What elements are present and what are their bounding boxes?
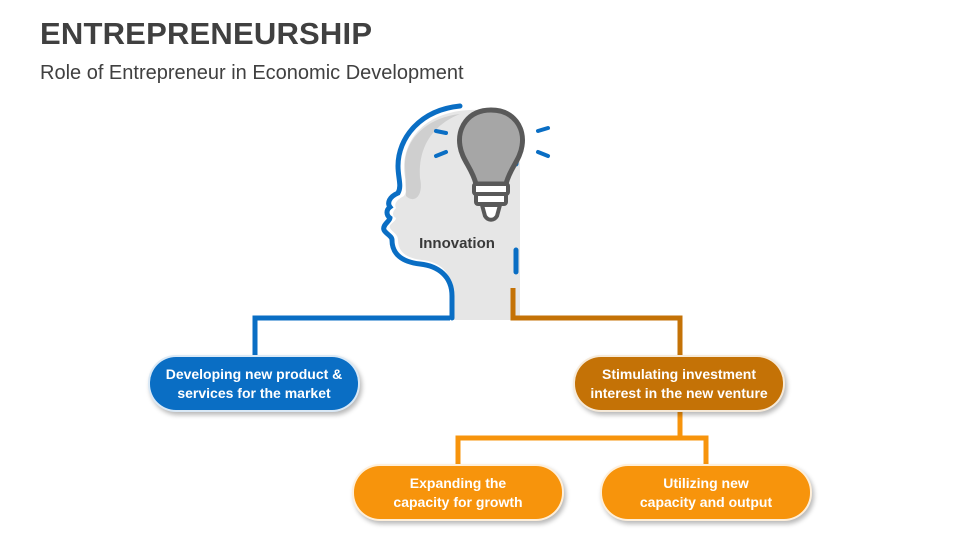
node-text-line: capacity and output [639, 493, 773, 510]
node-developing-products: Developing new product & services for th… [148, 355, 360, 412]
node-text-line: Expanding the [409, 474, 507, 491]
node-text-line: Developing new product & [165, 365, 343, 382]
connector-left [252, 315, 450, 356]
node-text-line: Utilizing new [663, 474, 749, 491]
node-utilizing-capacity: Utilizing new capacity and output [600, 464, 812, 521]
head-outline-left [381, 103, 463, 321]
head-shade [404, 114, 460, 200]
connector-bottom [455, 410, 709, 466]
connector-right [510, 288, 683, 356]
lightbulb-icon [434, 107, 550, 222]
ray-right-bottom [536, 150, 550, 158]
node-text-line: capacity for growth [393, 493, 523, 510]
ray-left-top [434, 129, 448, 135]
page-subtitle: Role of Entrepreneur in Economic Develop… [40, 62, 464, 84]
ray-left-bottom [434, 150, 448, 158]
node-text-line: services for the market [177, 384, 331, 401]
node-stimulating-investment: Stimulating investment interest in the n… [573, 355, 785, 412]
node-text-line: Stimulating investment [601, 365, 757, 382]
page-title: ENTREPRENEURSHIP [40, 16, 373, 51]
center-label: Innovation [419, 235, 495, 252]
node-text-line: interest in the new venture [590, 384, 768, 401]
ray-right-top [536, 126, 550, 133]
node-expanding-capacity: Expanding the capacity for growth [352, 464, 564, 521]
